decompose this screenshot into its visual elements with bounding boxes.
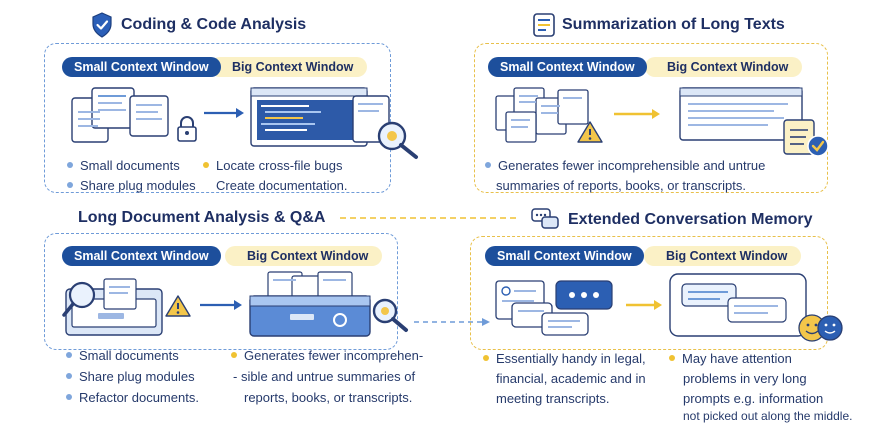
checklist-icon (783, 119, 829, 157)
long-document-right-line-2: - sible and untrue summaries of (233, 369, 416, 384)
shield-check-icon (92, 12, 112, 38)
arrow-icon (200, 300, 242, 310)
magnifier-icon (377, 121, 418, 159)
conversation-right-line-1: May have attention (669, 350, 792, 367)
arrow-icon (626, 300, 662, 310)
panel-frame-summarization (474, 43, 828, 193)
conversation-right-line-3: prompts e.g. information (683, 391, 824, 406)
big-context-label: Big Context Window (645, 57, 803, 77)
panel-frame-conversation (470, 236, 828, 350)
coding-right-item-1: Locate cross-file bugs (203, 157, 342, 174)
conversation-right-line-4: not picked out along the middle. (683, 409, 853, 423)
connector-dashed-line (340, 217, 518, 219)
small-context-label: Small Context Window (488, 57, 647, 77)
conversation-left-line-1: Essentially handy in legal, (483, 350, 646, 367)
panel-title-long-document: Long Document Analysis & Q&A (78, 209, 326, 226)
arrow-icon (204, 108, 244, 118)
panel-frame-long-document (44, 233, 398, 350)
panel-title-coding: Coding & Code Analysis (121, 16, 307, 33)
conversation-right-line-2: problems in very long (683, 371, 807, 386)
conversation-left-line-2: financial, academic and in (496, 371, 646, 386)
panel-title-summarization: Summarization of Long Texts (562, 16, 785, 33)
document-lines-icon (533, 13, 555, 37)
small-context-label: Small Context Window (62, 57, 221, 77)
conversation-left-line-3: meeting transcripts. (496, 391, 610, 406)
chat-bubbles-icon (531, 208, 559, 229)
smiley-chat-icon (798, 314, 843, 342)
long-document-left-item-2: Share plug modules (66, 368, 195, 385)
big-context-label: Big Context Window (210, 57, 368, 77)
panel-title-conversation: Extended Conversation Memory (568, 211, 813, 228)
coding-right-item-2: Create documentation. (216, 178, 348, 193)
warning-icon (165, 295, 191, 317)
long-document-right-line-1: Generates fewer incomprehen- (231, 347, 423, 364)
lock-icon (177, 116, 197, 142)
long-document-left-item-1: Small documents (66, 347, 179, 364)
file-cabinet-illustration (62, 278, 163, 336)
document-archive-illustration (249, 271, 371, 337)
long-document-left-item-3: Refactor documents. (66, 389, 199, 406)
big-context-label: Big Context Window (225, 246, 383, 266)
warning-icon (577, 121, 603, 143)
summarization-text-line-2: summaries of reports, books, or transcri… (496, 178, 746, 193)
long-document-right-line-3: reports, books, or transcripts. (244, 390, 413, 405)
summarization-text-line-1: Generates fewer incomprehensible and unt… (485, 157, 765, 174)
arrow-icon (614, 109, 660, 119)
small-context-label: Small Context Window (62, 246, 221, 266)
scattered-documents-illustration (495, 87, 589, 143)
small-documents-illustration (71, 87, 169, 143)
code-editor-illustration (250, 87, 390, 147)
connector-arrow (414, 318, 490, 326)
small-context-label: Small Context Window (485, 246, 644, 266)
magnifier-icon (372, 298, 408, 332)
big-context-label: Big Context Window (644, 246, 802, 266)
long-conversation-illustration (669, 273, 807, 337)
panel-frame-coding (44, 43, 391, 193)
coding-left-item-2: Share plug modules (67, 177, 196, 194)
chat-windows-illustration (495, 280, 613, 336)
summary-document-illustration (679, 87, 803, 141)
coding-left-item-1: Small documents (67, 157, 180, 174)
